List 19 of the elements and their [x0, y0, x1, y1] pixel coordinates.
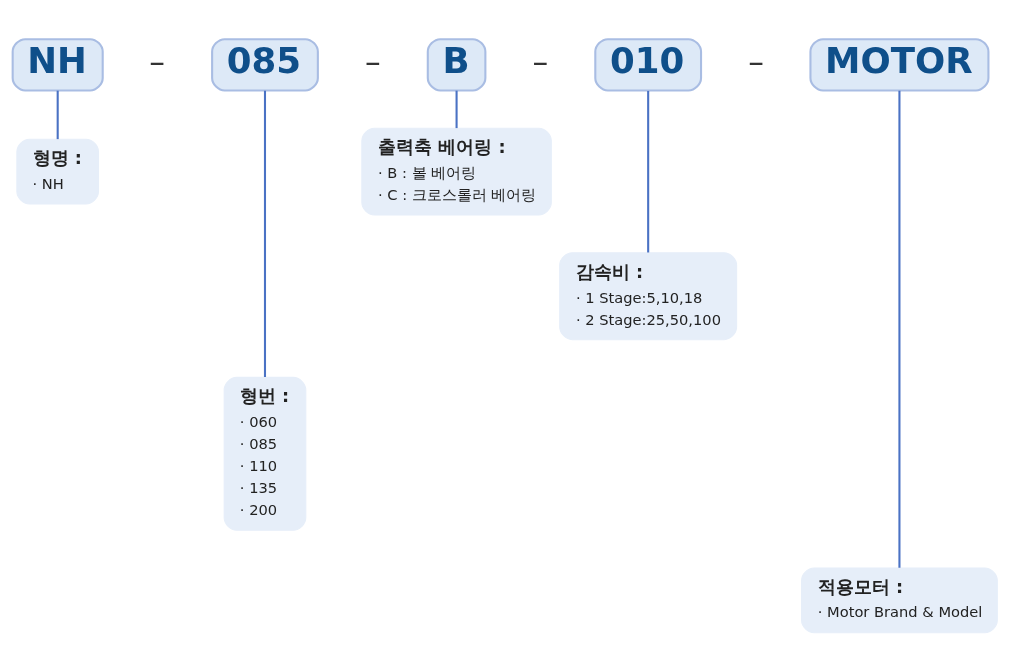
label: –: [149, 43, 165, 80]
connector: [56, 90, 59, 139]
node-box: NH: [11, 37, 104, 92]
connector: [647, 90, 650, 252]
connector: [898, 90, 901, 568]
node-box: 085: [211, 37, 319, 92]
node-box: 출력축 베어링 : · B : 볼 베어링 · C : 크로스롤러 베어링: [361, 127, 552, 216]
label: –: [532, 43, 549, 80]
connector: [455, 90, 458, 128]
node-box: 010: [594, 37, 703, 92]
connector: [263, 90, 267, 377]
node-box: 형번 : · 060 · 085 · 110 · 135 · 200: [223, 376, 307, 531]
node-box: MOTOR: [809, 37, 990, 92]
label: –: [748, 43, 764, 80]
node-box: 적용모터 : · Motor Brand & Model: [801, 566, 998, 633]
label: –: [364, 43, 381, 80]
node-box: B: [426, 37, 487, 92]
node-box: 형명 : · NH: [16, 138, 100, 205]
node-box: 감속비 : · 1 Stage:5,10,18 · 2 Stage:25,50,100: [559, 251, 738, 340]
